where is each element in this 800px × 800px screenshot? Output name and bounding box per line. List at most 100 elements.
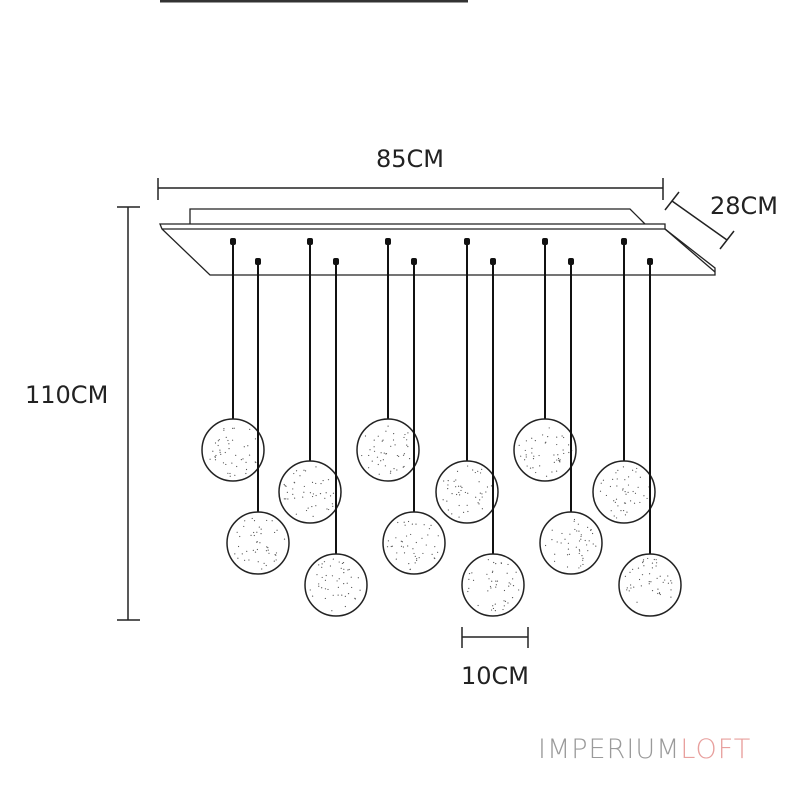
ball-speckle	[467, 590, 469, 593]
ball-speckle	[468, 578, 470, 580]
ball-speckle	[506, 572, 508, 574]
pendant	[461, 258, 525, 617]
ball-speckle	[563, 452, 565, 455]
ball-speckle	[402, 466, 404, 468]
ball-speckle	[337, 594, 339, 596]
ball-speckle	[414, 562, 416, 564]
ball-speckle	[284, 485, 286, 487]
ball-speckle	[655, 565, 657, 567]
ball-speckle	[338, 561, 340, 563]
ball-speckle	[617, 469, 619, 471]
ball-speckle	[532, 467, 534, 469]
width-label: 85CM	[376, 145, 444, 173]
ball-speckle	[466, 504, 468, 506]
ball-speckle	[414, 555, 416, 557]
ball-speckle	[244, 520, 246, 522]
ball-speckle	[351, 586, 353, 589]
ball-speckle	[253, 519, 256, 522]
glass-ball	[278, 460, 342, 524]
cord-mount	[647, 258, 653, 265]
ball-speckle	[311, 495, 314, 498]
ball-speckle	[347, 569, 349, 571]
ball-speckle	[481, 493, 483, 495]
ball-speckle	[231, 439, 234, 441]
ball-speckle	[624, 491, 626, 493]
ball-speckle	[248, 454, 251, 456]
pendant	[513, 238, 577, 482]
ball-speckle	[218, 439, 220, 441]
ball-speckle	[395, 537, 397, 539]
ball-speckle	[312, 493, 315, 495]
ball-speckle	[242, 458, 244, 460]
ball-speckle	[431, 553, 433, 556]
ball-speckle	[615, 498, 618, 500]
ball-speckle	[664, 579, 666, 581]
ball-speckle	[373, 450, 376, 452]
ball-speckle	[580, 538, 582, 540]
ball-speckle	[525, 440, 527, 442]
glass-ball	[304, 553, 368, 617]
ball-speckle	[400, 545, 403, 547]
ball-speckle	[273, 560, 275, 562]
ball-speckle	[657, 592, 659, 595]
ball-speckle	[232, 427, 234, 429]
ball-speckle	[228, 443, 230, 445]
ball-speckle	[458, 491, 460, 494]
ball-speckle	[332, 558, 334, 560]
ball-speckle	[245, 468, 248, 471]
ball-speckle	[629, 500, 632, 502]
ball-speckle	[447, 484, 449, 486]
ball-speckle	[344, 605, 346, 608]
ball-speckle	[258, 526, 260, 528]
ball-speckle	[508, 585, 510, 587]
ball-speckle	[578, 549, 580, 551]
ball-speckle	[309, 589, 311, 591]
ball-speckle	[427, 534, 429, 536]
ball-speckle	[223, 428, 225, 430]
ball-speckle	[648, 573, 651, 575]
ball-speckle	[237, 557, 239, 559]
ball-speckle	[626, 589, 628, 591]
ball-speckle	[219, 449, 221, 451]
ball-speckle	[403, 453, 406, 455]
pendant	[435, 238, 499, 524]
ball-speckle	[219, 451, 221, 454]
ball-speckle	[324, 579, 327, 581]
ball-speckle	[407, 432, 409, 434]
ball-speckle	[573, 520, 575, 522]
ball-speckle	[600, 482, 602, 484]
ball-speckle	[477, 502, 479, 504]
ball-speckle	[357, 577, 359, 579]
ball-speckle	[472, 579, 475, 581]
ball-speckle	[344, 595, 346, 597]
ball-speckle	[553, 461, 555, 463]
ball-speckle	[486, 486, 489, 488]
ball-speckle	[229, 472, 231, 475]
ball-speckle	[569, 533, 571, 535]
ball-speckle	[657, 588, 659, 590]
ball-speckle	[305, 509, 308, 512]
height-label: 110CM	[25, 381, 108, 409]
ball-speckle	[227, 472, 229, 474]
ball-speckle	[247, 445, 249, 447]
ball-speckle	[341, 562, 343, 565]
ball-speckle	[446, 500, 448, 502]
ball-speckle	[283, 483, 285, 486]
ball-speckle	[377, 435, 379, 437]
ball-speckle	[268, 552, 270, 554]
ball-speckle	[325, 492, 327, 494]
ball-speckle	[557, 457, 560, 460]
ball-speckle	[249, 428, 251, 430]
ball-speckle	[491, 571, 494, 574]
ball-speckle	[582, 559, 584, 561]
ball-speckle	[451, 513, 453, 515]
ball-speckle	[567, 542, 570, 544]
pendant	[618, 258, 682, 617]
ball-speckle	[321, 563, 323, 565]
ball-speckle	[413, 552, 415, 555]
ball-speckle	[637, 567, 640, 569]
ball-speckle	[256, 548, 259, 551]
ball-speckle	[575, 546, 577, 548]
ball-speckle	[578, 567, 580, 569]
ball-speckle	[368, 467, 370, 469]
